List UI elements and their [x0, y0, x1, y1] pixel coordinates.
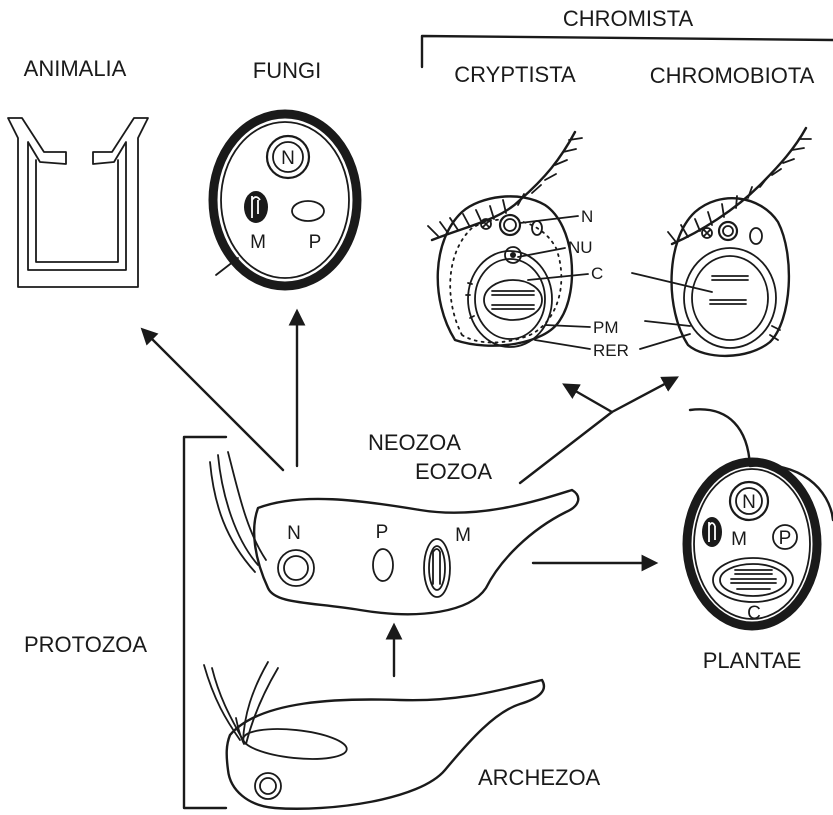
neozoa-mitochondrion-label: M	[455, 525, 471, 546]
fungi-label: FUNGI	[253, 58, 321, 83]
neozoa-nucleus-label: N	[287, 523, 301, 544]
plasma-membrane-label: PM	[593, 318, 619, 337]
archezoa-flagellar-root	[242, 725, 348, 764]
chromobiota-label: CHROMOBIOTA	[650, 63, 815, 88]
arrow-to-chromobiota	[612, 378, 676, 412]
eozoa-label: EOZOA	[415, 459, 492, 484]
neozoa-peroxisome-label: P	[376, 522, 389, 543]
fungi-mitochondrion-label: M	[250, 232, 266, 253]
plantae-chloroplast	[713, 558, 793, 602]
chromobiota-flagellum	[672, 128, 806, 244]
plantae-cell	[687, 409, 833, 626]
fungi-cell: N M P	[213, 114, 357, 286]
neozoa-mitochondrion	[424, 539, 450, 597]
chromobiota-chloroplast-envelope	[684, 248, 776, 348]
cryptista-nucleus-label: N	[581, 207, 593, 226]
cryptista-label: CRYPTISTA	[454, 62, 576, 87]
arrow-to-cryptista	[565, 385, 612, 412]
cryptista-chloroplast-label: C	[591, 264, 603, 283]
fungi-nucleus-label: N	[281, 148, 295, 169]
neozoa-label: NEOZOA	[368, 430, 461, 455]
fungi-peroxisome	[292, 201, 324, 221]
plantae-mitochondrion	[702, 517, 722, 547]
cryptista-cell	[428, 132, 590, 349]
rough-er-label: RER	[593, 341, 629, 360]
fungi-peroxisome-label: P	[309, 232, 322, 253]
arrow-to-animalia	[143, 330, 283, 470]
archezoa-label: ARCHEZOA	[478, 765, 601, 790]
arrow-to-chromista-stem	[520, 412, 612, 483]
cryptista-nucleomorph-label: NU	[568, 238, 593, 257]
plantae-chloroplast-label: C	[747, 603, 761, 624]
plantae-mitochondrion-label: M	[731, 529, 747, 550]
animalia-label: ANIMALIA	[24, 56, 127, 81]
protozoa-label: PROTOZOA	[24, 632, 147, 657]
plantae-peroxisome-label: P	[779, 528, 792, 549]
plantae-label: PLANTAE	[703, 648, 802, 673]
plantae-nucleus-label: N	[742, 492, 756, 513]
protozoa-bracket	[184, 437, 226, 808]
chromista-label: CHROMISTA	[563, 6, 694, 31]
cryptista-nucleus	[500, 215, 520, 235]
archezoa-nucleus	[255, 773, 281, 799]
fungi-mitochondrion	[244, 191, 268, 223]
chromobiota-nucleus	[719, 222, 737, 240]
neozoa-peroxisome	[373, 549, 393, 581]
cryptista-chloroplast-envelope	[468, 251, 552, 347]
animalia-cell	[8, 118, 148, 287]
evolution-arrows	[143, 312, 676, 676]
neozoa-cell	[210, 452, 578, 614]
chromobiota-cell	[632, 128, 811, 356]
